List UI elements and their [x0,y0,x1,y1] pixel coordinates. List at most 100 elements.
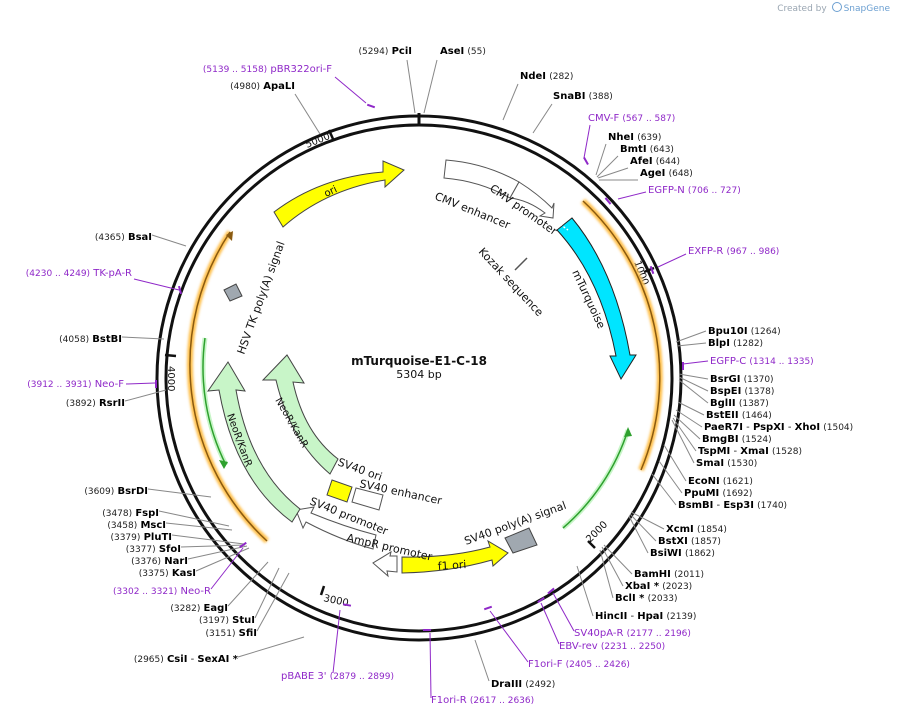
enzyme-name: BstXI [658,536,688,547]
enzyme-name: HincII [595,611,627,622]
enzyme-position: (1370) [744,375,774,385]
enzyme-label: BsrGI (1370) [710,374,774,385]
enzyme-position: (3197) [199,616,229,626]
enzyme-label: BsiWI (1862) [650,548,715,559]
primer-label: EBV-rev (2231 .. 2250) [559,641,665,652]
enzyme-leader [254,567,280,619]
enzyme-name: MscI [140,520,166,531]
enzyme-position: (1524) [742,435,772,445]
primer-name: Neo-R [181,586,212,597]
feature-neor-inner [261,354,339,475]
primer-range: (2231 .. 2250) [601,642,665,652]
enzyme-label: (3282) EagI [170,603,228,614]
enzyme-leader [165,522,233,531]
enzyme-name: SfiI [239,628,257,639]
enzyme-position: (648) [669,169,693,179]
enzyme-name: KasI [172,568,196,579]
primer-name: F1ori-F [528,659,563,670]
feature-neor-outer [206,361,301,523]
feature-kozak [514,257,528,271]
enzyme-name: PciI [392,46,412,57]
enzyme-label: TspMI - XmaI (1528) [698,446,802,457]
plasmid-size: 5304 bp [396,368,441,381]
enzyme-label: (4058) BstBI [59,334,122,345]
plasmid-name: mTurquoise-E1-C-18 [351,354,487,368]
primer-name: pBABE 3' [281,671,327,682]
enzyme-leader [663,444,687,482]
primer-binding-mark [423,629,431,631]
enzyme-position: (388) [589,92,613,102]
primer-name: TK-pA-R [92,268,132,279]
primer-range: (3912 .. 3931) [27,380,91,390]
credit-brand: SnapGene [843,4,890,14]
enzyme-name: EagI [204,603,228,614]
enzyme-name: SexAI * [197,654,238,665]
enzyme-name: Bpu10I [708,326,748,337]
enzyme-leader [294,93,321,135]
enzyme-leader [671,419,695,464]
enzyme-leader [406,59,416,114]
enzyme-position: (1378) [744,387,774,397]
primer-name: pBR322ori-F [270,64,332,75]
enzyme-position: (1854) [697,525,727,535]
enzyme-leader [675,409,703,428]
primer-name: CMV-F [588,113,619,124]
enzyme-leader [629,513,657,542]
enzyme-name: BlpI [708,338,730,349]
feature-label-kozak: Kozak sequence [476,245,546,319]
feature-cmv-promoter [509,181,555,219]
enzyme-leader [124,389,167,402]
enzyme-leader [672,417,697,452]
feature-sv40-promoter [295,506,377,550]
primer-label: (4230 .. 4249) TK-pA-R [26,268,132,279]
enzyme-label: AgeI (648) [640,168,693,179]
enzyme-name: XcmI [666,524,694,535]
primer-name: SV40pA-R [574,628,623,639]
enzyme-leader [673,414,701,440]
enzyme-position: (1464) [742,411,772,421]
enzyme-label: XcmI (1854) [666,524,727,535]
primer-leader [489,610,529,663]
enzyme-label: (3609) BsrDI [84,486,148,497]
enzyme-name: BmtI [620,144,647,155]
enzyme-leader [678,376,709,392]
enzyme-position: (2965) [134,655,164,665]
primer-range: (967 .. 986) [726,247,779,257]
enzyme-position: (3478) [102,509,132,519]
primer-name: EBV-rev [559,641,598,652]
primer-name: F1ori-R [431,695,467,706]
enzyme-leader [678,379,709,404]
enzyme-name: PspXI [753,422,785,433]
enzyme-position: (3282) [170,604,200,614]
enzyme-position: (2011) [674,570,704,580]
primer-range: (2617 .. 2636) [470,696,534,706]
primer-label: F1ori-F (2405 .. 2426) [528,659,630,670]
enzyme-leader [678,373,709,380]
enzyme-name: CsiI [167,654,187,665]
enzyme-label: AfeI (644) [630,156,680,167]
enzyme-label: HincII - HpaI (2139) [595,611,696,622]
enzyme-name: NdeI [520,71,546,82]
enzyme-leader [227,561,269,607]
feature-ampr-promoter [372,550,398,578]
enzyme-label: BclI * (2033) [615,593,678,604]
enzyme-name: ApaLI [263,81,295,92]
primer-leader [210,547,244,590]
enzyme-leader [677,401,705,416]
primer-label: F1ori-R (2617 .. 2636) [431,695,534,706]
enzyme-label: (3892) RsrII [66,398,125,409]
primer-binding-mark [239,541,247,549]
primer-name: Neo-F [95,379,125,390]
enzyme-position: (639) [637,133,661,143]
tick-label-5000: 5000 [304,131,332,151]
enzyme-label: (4365) BsaI [95,232,152,243]
enzyme-label: BglII (1387) [710,398,769,409]
enzyme-label: BmtI (643) [620,144,674,155]
enzyme-name: PluTI [144,532,172,543]
enzyme-position: (1621) [723,477,753,487]
enzyme-position: (4058) [59,335,89,345]
primer-leader [552,592,575,632]
enzyme-label: NdeI (282) [520,71,573,82]
enzyme-label: BamHI (2011) [634,569,704,580]
enzyme-leader [603,544,633,575]
